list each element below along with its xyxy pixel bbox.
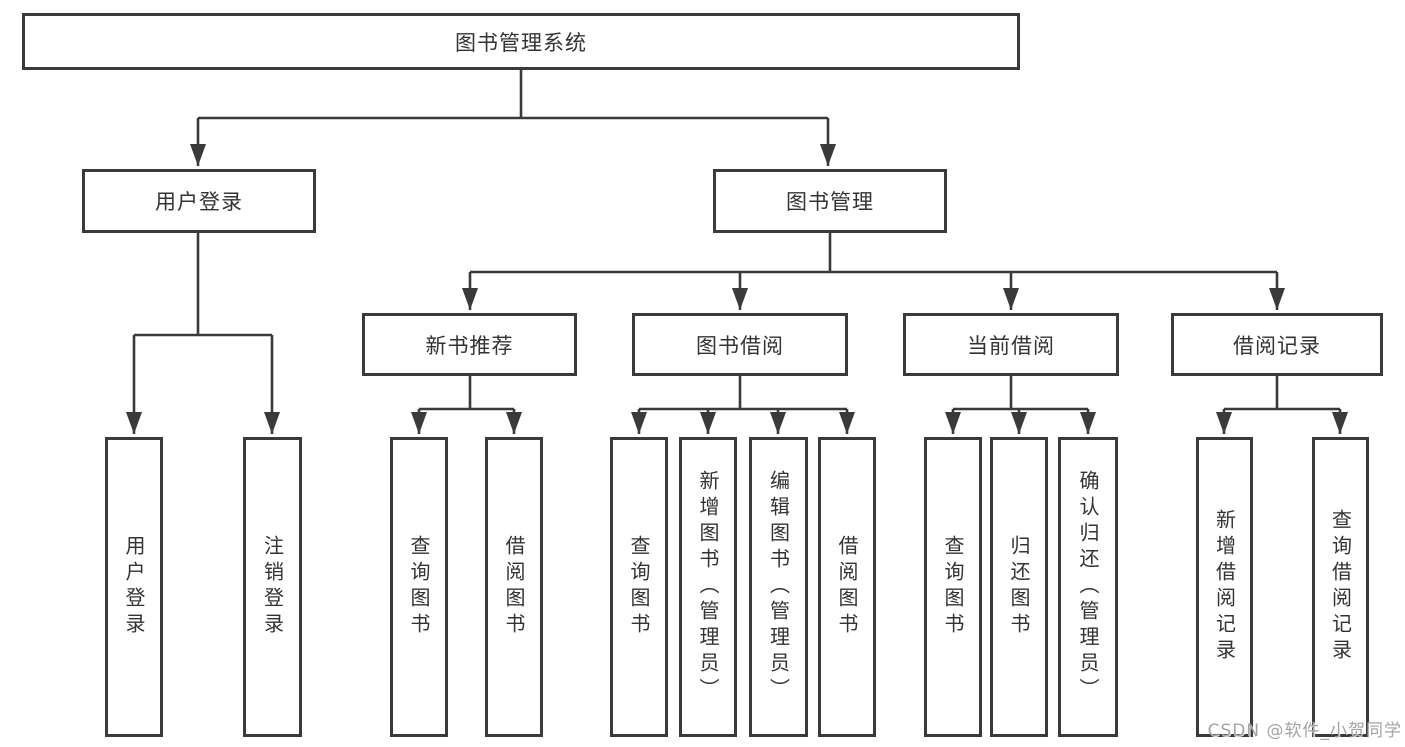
node-book-borrow-label: 图书借阅: [696, 333, 784, 358]
node-br-query-record: 查询借阅记录: [1312, 437, 1369, 737]
node-new-book-rec-label: 新书推荐: [425, 333, 514, 358]
connector-new-book-rec-trunk: [419, 376, 514, 411]
node-cb-return-books-label: 归还图书: [1007, 535, 1031, 639]
node-bb-add-books-label: 新增图书（管理员）: [696, 470, 720, 704]
node-rec-query-books-label: 查询图书: [407, 535, 431, 639]
node-br-add-record: 新增借阅记录: [1196, 437, 1253, 737]
node-user-login-action: 用户登录: [105, 437, 163, 737]
node-book-mgmt-label: 图书管理: [786, 190, 874, 214]
node-bb-edit-books: 编辑图书（管理员）: [749, 437, 808, 737]
connector-book-mgmt-trunk: [470, 233, 1277, 274]
node-bb-borrow-books: 借阅图书: [818, 437, 876, 737]
node-bb-edit-books-label: 编辑图书（管理员）: [766, 470, 791, 704]
watermark: CSDN @软件_小贺同学: [1207, 721, 1402, 741]
node-cb-query-books-label: 查询图书: [941, 535, 965, 639]
node-root: 图书管理系统: [22, 13, 1020, 70]
node-new-book-rec: 新书推荐: [362, 313, 577, 376]
node-cb-return-books: 归还图书: [990, 437, 1048, 737]
node-bb-query-books-label: 查询图书: [627, 535, 651, 639]
node-br-query-record-label: 查询借阅记录: [1328, 509, 1353, 665]
connector-current-borrow-trunk: [953, 376, 1088, 411]
node-user-login: 用户登录: [82, 169, 316, 233]
node-book-borrow: 图书借阅: [632, 313, 848, 376]
node-logout-action-label: 注销登录: [260, 535, 285, 639]
node-rec-query-books: 查询图书: [390, 437, 448, 737]
node-current-borrow: 当前借阅: [903, 313, 1119, 376]
node-cb-confirm-return-label: 确认归还（管理员）: [1076, 470, 1100, 704]
node-bb-borrow-books-label: 借阅图书: [835, 535, 859, 639]
node-logout-action: 注销登录: [243, 437, 302, 737]
connector-borrow-records-trunk: [1224, 376, 1340, 411]
node-cb-query-books: 查询图书: [924, 437, 982, 737]
connector-root-trunk: [198, 68, 828, 120]
connector-book-borrow-trunk: [639, 376, 847, 411]
node-borrow-records-label: 借阅记录: [1233, 333, 1321, 358]
node-user-login-action-label: 用户登录: [122, 535, 146, 639]
node-bb-query-books: 查询图书: [610, 437, 668, 737]
node-root-label: 图书管理系统: [455, 30, 587, 55]
node-rec-borrow-books: 借阅图书: [485, 437, 543, 737]
node-cb-confirm-return: 确认归还（管理员）: [1058, 437, 1118, 737]
node-bb-add-books: 新增图书（管理员）: [679, 437, 737, 737]
node-book-mgmt: 图书管理: [713, 169, 947, 233]
node-current-borrow-label: 当前借阅: [967, 333, 1055, 358]
connector-user-login-trunk: [134, 233, 272, 337]
node-br-add-record-label: 新增借阅记录: [1212, 509, 1237, 665]
node-rec-borrow-books-label: 借阅图书: [502, 535, 526, 639]
node-borrow-records: 借阅记录: [1171, 313, 1383, 376]
node-user-login-label: 用户登录: [155, 190, 243, 214]
